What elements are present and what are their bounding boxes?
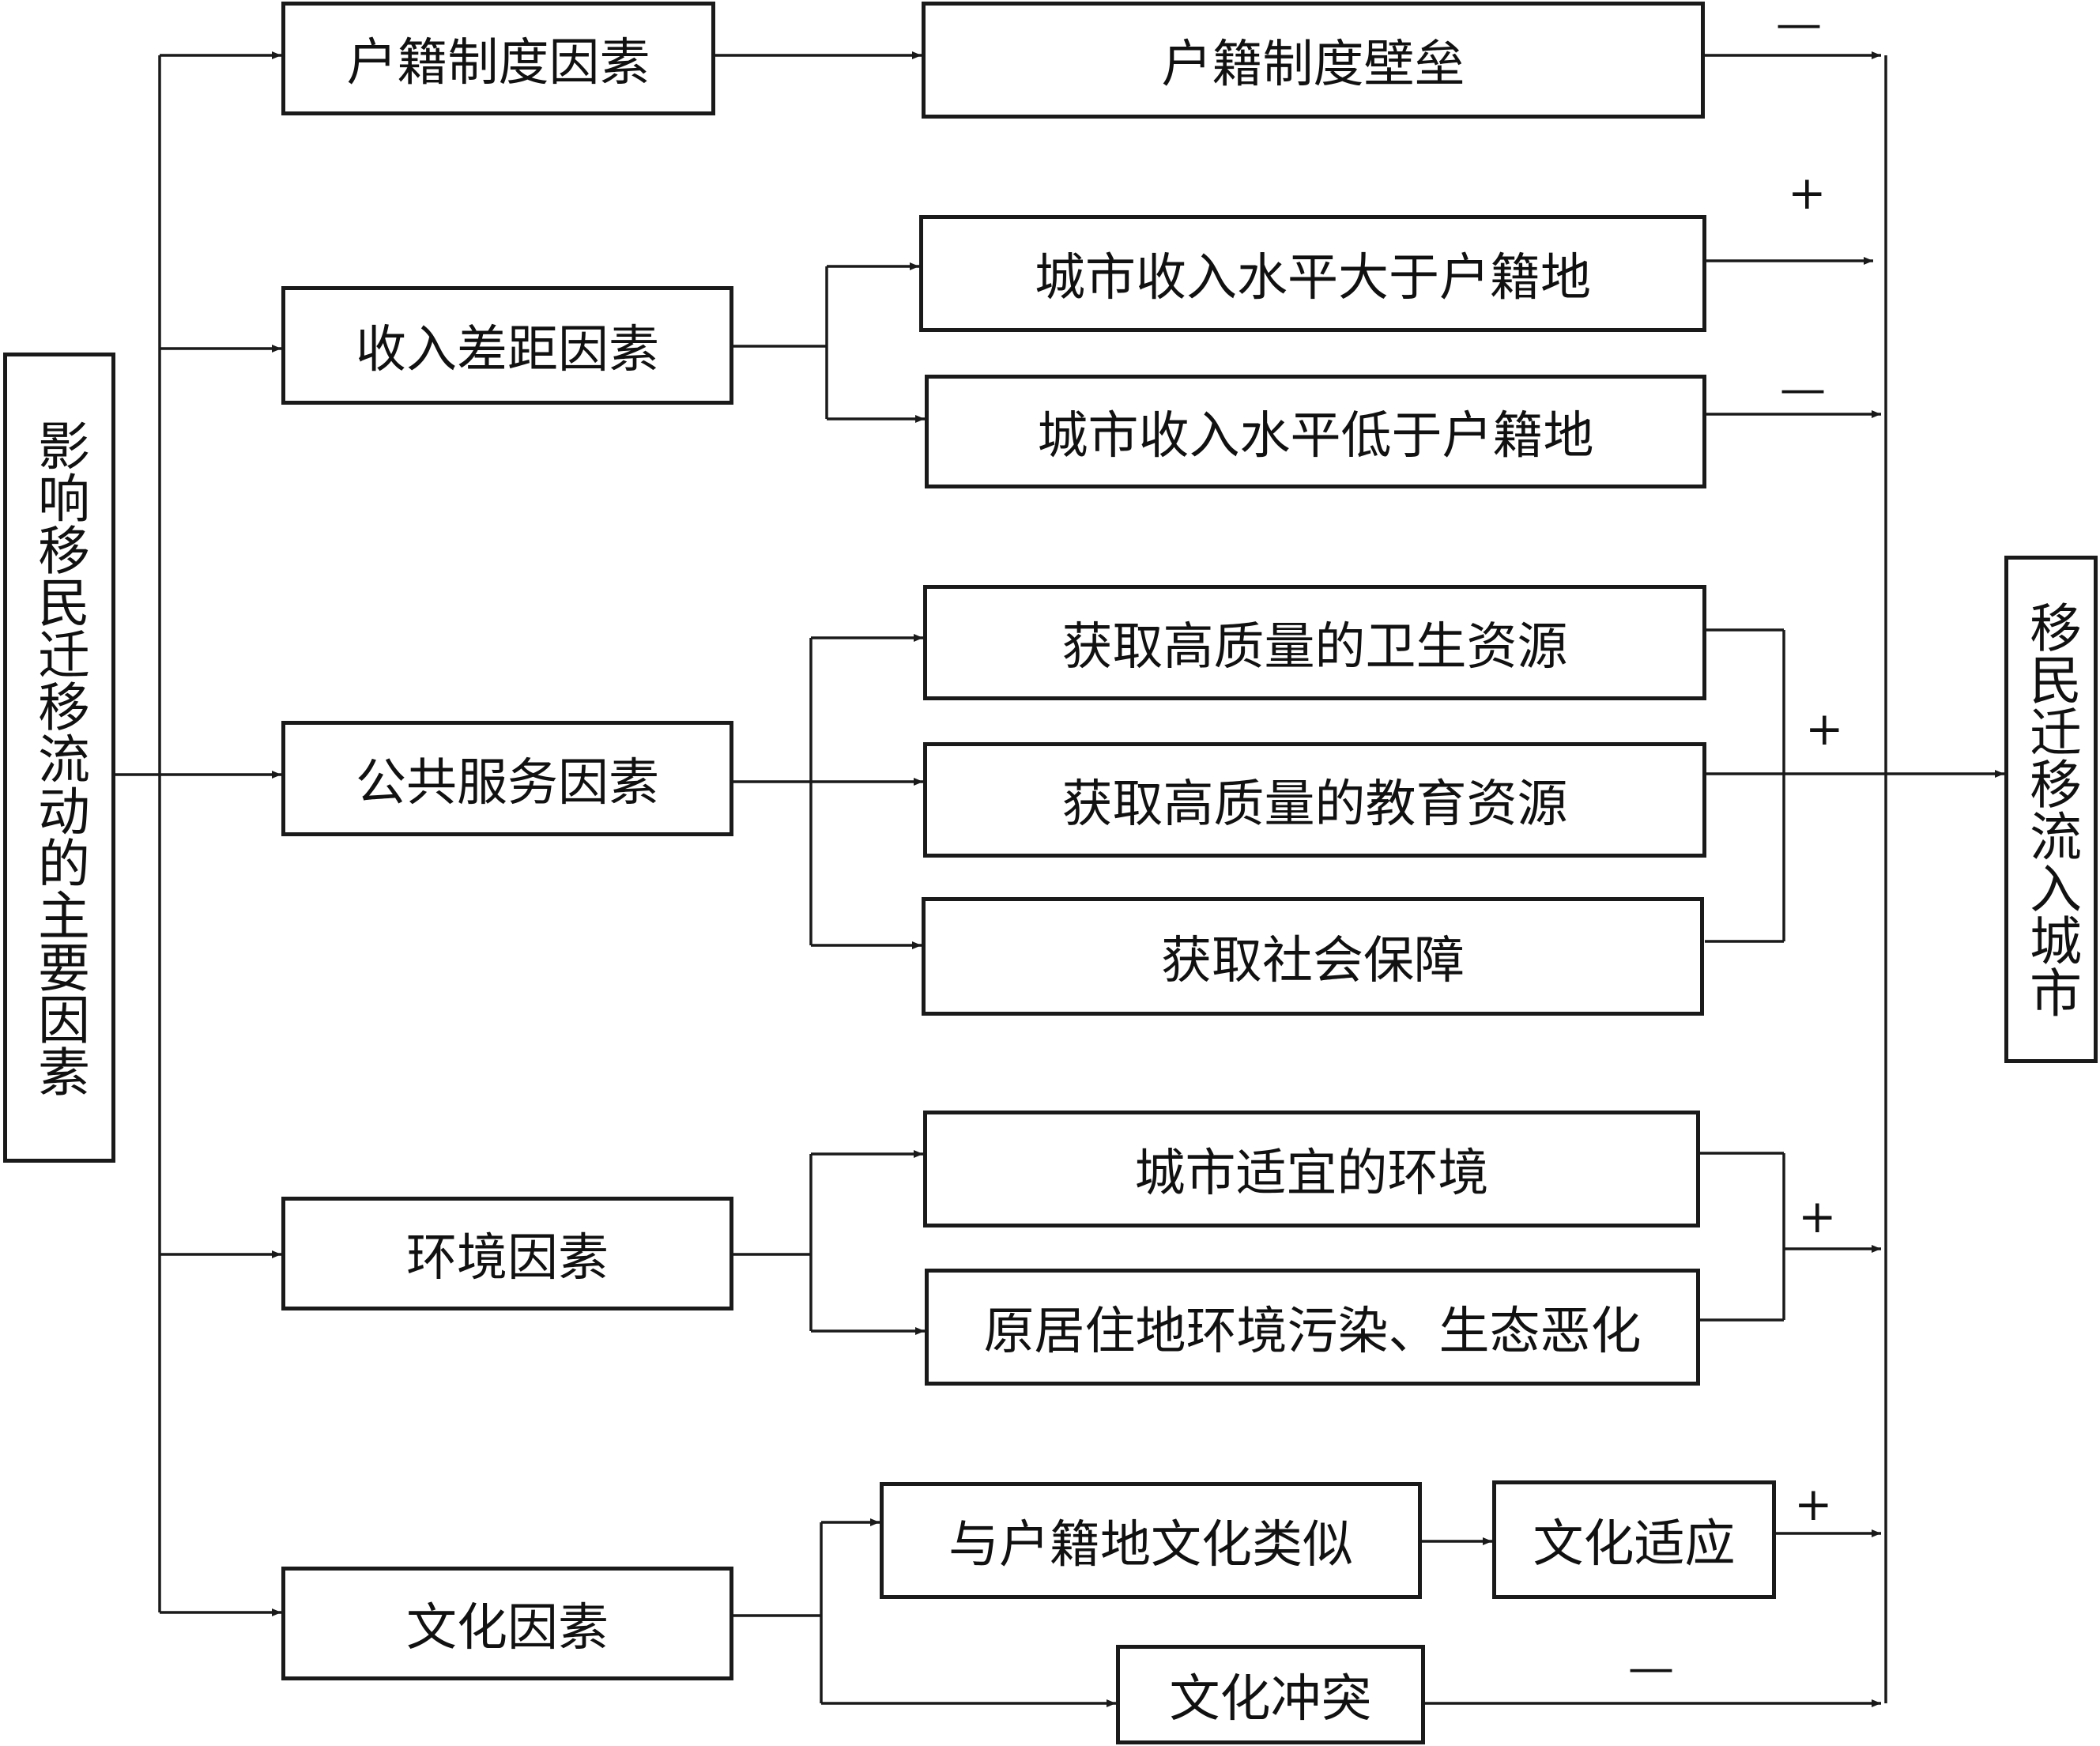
sign-income-higher: + bbox=[1788, 166, 1827, 220]
factor-hukou-box: 户籍制度因素 bbox=[281, 2, 715, 115]
factor-hukou-label: 户籍制度因素 bbox=[346, 34, 650, 92]
effect-income-higher-label: 城市收入水平大于户籍地 bbox=[1035, 249, 1591, 307]
sign-culture-adapt: + bbox=[1794, 1477, 1833, 1531]
effect-income-higher-box: 城市收入水平大于户籍地 bbox=[919, 215, 1706, 332]
effect-origin-pollution-label: 原居住地环境污染、生态恶化 bbox=[983, 1303, 1642, 1361]
effect-education-box: 获取高质量的教育资源 bbox=[923, 742, 1706, 858]
sign-environment: + bbox=[1798, 1190, 1837, 1243]
effect-social-security-box: 获取社会保障 bbox=[922, 897, 1704, 1016]
effect-social-security-label: 获取社会保障 bbox=[1161, 932, 1465, 990]
effect-culture-adapt-box: 文化适应 bbox=[1492, 1480, 1776, 1599]
effect-origin-pollution-box: 原居住地环境污染、生态恶化 bbox=[925, 1269, 1700, 1386]
sign-culture-conflict: — bbox=[1628, 1640, 1674, 1694]
effect-health-label: 获取高质量的卫生资源 bbox=[1061, 618, 1568, 677]
factor-culture-box: 文化因素 bbox=[281, 1567, 733, 1680]
factor-public-box: 公共服务因素 bbox=[281, 721, 733, 836]
effect-culture-similar-box: 与户籍地文化类似 bbox=[880, 1482, 1422, 1599]
effect-health-box: 获取高质量的卫生资源 bbox=[923, 585, 1706, 700]
effect-income-lower-box: 城市收入水平低于户籍地 bbox=[925, 375, 1706, 488]
effect-culture-conflict-box: 文化冲突 bbox=[1116, 1645, 1425, 1744]
effect-education-label: 获取高质量的教育资源 bbox=[1061, 775, 1568, 834]
factor-environment-label: 环境因素 bbox=[406, 1229, 609, 1288]
effect-culture-adapt-label: 文化适应 bbox=[1533, 1515, 1736, 1574]
source-label: 影响移民迁移流动的主要因素 bbox=[29, 418, 90, 1097]
factor-income-label: 收入差距因素 bbox=[356, 321, 659, 379]
target-label: 移民迁移流入城市 bbox=[2021, 601, 2082, 1018]
sign-income-lower: — bbox=[1780, 361, 1826, 415]
effect-income-lower-label: 城市收入水平低于户籍地 bbox=[1037, 407, 1594, 466]
effect-hukou-barrier-box: 户籍制度壁垒 bbox=[922, 2, 1705, 119]
source-box: 影响移民迁移流动的主要因素 bbox=[3, 353, 115, 1163]
factor-culture-label: 文化因素 bbox=[406, 1599, 609, 1657]
target-box: 移民迁移流入城市 bbox=[2004, 556, 2098, 1063]
factor-income-box: 收入差距因素 bbox=[281, 286, 733, 405]
factor-public-label: 公共服务因素 bbox=[356, 754, 659, 813]
effect-culture-conflict-label: 文化冲突 bbox=[1169, 1670, 1372, 1729]
effect-hukou-barrier-label: 户籍制度壁垒 bbox=[1161, 36, 1465, 94]
sign-hukou: — bbox=[1776, 0, 1822, 50]
factor-environment-box: 环境因素 bbox=[281, 1197, 733, 1310]
effect-city-environment-box: 城市适宜的环境 bbox=[923, 1111, 1700, 1227]
effect-culture-similar-label: 与户籍地文化类似 bbox=[948, 1516, 1353, 1574]
effect-city-environment-label: 城市适宜的环境 bbox=[1134, 1145, 1489, 1203]
sign-public-service: + bbox=[1805, 702, 1844, 756]
